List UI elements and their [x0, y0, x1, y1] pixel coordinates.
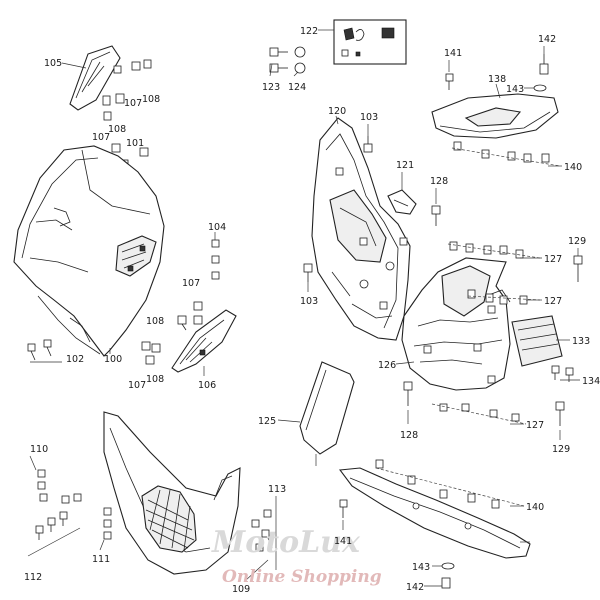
label-101: 101 [126, 138, 144, 149]
label-113: 113 [268, 484, 286, 495]
part-126-floor-frame [401, 257, 511, 391]
label-138: 138 [488, 74, 506, 85]
part-125-panel [299, 361, 355, 466]
label-125: 125 [258, 416, 276, 427]
label-109: 109 [232, 584, 250, 595]
label-121: 121 [396, 160, 414, 171]
fastener-142-143-bottom [441, 562, 455, 589]
part-number-labels: 105 107 108 107 108 101 102 100 104 107 … [24, 26, 600, 595]
label-143-b: 143 [412, 562, 430, 573]
label-141-b: 141 [334, 536, 352, 547]
fastener-104 [211, 239, 220, 280]
part-106-side-cover [171, 309, 237, 373]
label-123: 123 [262, 82, 280, 93]
part-138-rear-cover [431, 93, 559, 139]
part-109-lower-fairing [103, 411, 241, 575]
fastener-134 [551, 365, 574, 382]
label-112: 112 [24, 572, 42, 583]
fastener-128-top [431, 205, 441, 226]
label-142-b: 142 [406, 582, 424, 593]
label-108-b: 108 [108, 124, 126, 135]
label-127-a: 127 [544, 254, 562, 265]
label-108-a: 108 [142, 94, 160, 105]
label-128-b: 128 [400, 430, 418, 441]
label-143-a: 143 [506, 84, 524, 95]
fastener-141-bottom [339, 499, 348, 518]
part-139-side-strip [338, 467, 531, 559]
label-140-b: 140 [526, 502, 544, 513]
label-128-a: 128 [430, 176, 448, 187]
label-107-d: 107 [128, 380, 146, 391]
label-129-b: 129 [552, 444, 570, 455]
fastener-127-top-row [447, 241, 541, 259]
label-140-a: 140 [564, 162, 582, 173]
fastener-103-bottom [303, 263, 313, 282]
fastener-cluster-110-112 [35, 469, 82, 540]
label-133: 133 [572, 336, 590, 347]
label-122: 122 [300, 26, 318, 37]
watermark-tagline: Online Shopping [222, 567, 382, 587]
label-110: 110 [30, 444, 48, 455]
label-124: 124 [288, 82, 306, 93]
fastener-113 [251, 509, 273, 552]
fastener-141-top [445, 73, 454, 90]
fastener-103-top [363, 136, 373, 153]
label-107-c: 107 [182, 278, 200, 289]
fastener-129-bottom [555, 401, 565, 426]
label-120: 120 [328, 106, 346, 117]
label-107-a: 107 [124, 98, 142, 109]
fastener-cluster-106 [141, 301, 203, 365]
label-134: 134 [582, 376, 600, 387]
label-126: 126 [378, 360, 396, 371]
fastener-140-bottom-row [375, 459, 525, 509]
label-103-b: 103 [300, 296, 318, 307]
label-106: 106 [198, 380, 216, 391]
label-127-c: 127 [526, 420, 544, 431]
fastener-128-bottom [403, 381, 413, 406]
part-105-upper-cover [69, 45, 122, 111]
label-108-c: 108 [146, 316, 164, 327]
label-141-a: 141 [444, 48, 462, 59]
fastener-127-mid-row [467, 289, 541, 305]
label-103-a: 103 [360, 112, 378, 123]
label-108-d: 108 [146, 374, 164, 385]
part-100-front-fairing [13, 145, 165, 357]
label-111: 111 [92, 554, 110, 565]
fastener-142-143-top [533, 54, 549, 92]
label-107-b: 107 [92, 132, 110, 143]
fastener-140-top-row [451, 141, 561, 167]
label-142-a: 142 [538, 34, 556, 45]
part-133-cover [511, 315, 563, 367]
watermark-logo: MotoLux [211, 525, 361, 560]
part-122-hardware-kit [333, 19, 407, 65]
fastener-129-top [573, 255, 583, 282]
label-127-b: 127 [544, 296, 562, 307]
fastener-102 [27, 339, 52, 361]
label-100: 100 [104, 354, 122, 365]
label-102: 102 [66, 354, 84, 365]
part-121-bracket [387, 189, 417, 215]
fastener-111 [103, 507, 112, 540]
label-105: 105 [44, 58, 62, 69]
fastener-123-124 [269, 46, 306, 74]
fastener-127-low-row [431, 403, 527, 425]
label-104: 104 [208, 222, 226, 233]
label-129-a: 129 [568, 236, 586, 247]
part-120-inner-shield [311, 117, 411, 341]
